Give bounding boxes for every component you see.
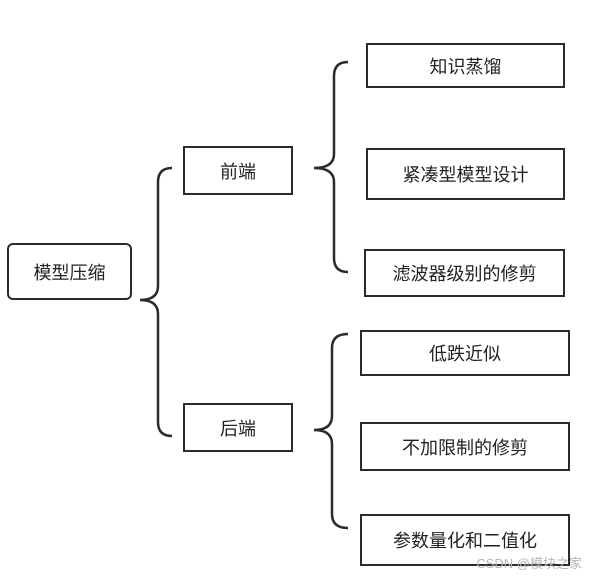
leaf-node-unconstrained-pruning: 不加限制的修剪	[360, 422, 570, 471]
group-label-frontend: 前端	[220, 161, 256, 183]
group-label-backend: 后端	[220, 418, 256, 440]
leaf-label: 知识蒸馏	[429, 56, 502, 78]
group-brace-backend	[313, 332, 349, 530]
group-node-backend: 后端	[183, 403, 293, 452]
group-brace-frontend	[313, 60, 349, 274]
leaf-label: 低跌近似	[429, 344, 501, 365]
leaf-label: 紧凑型模型设计	[402, 165, 529, 186]
root-node: 模型压缩	[7, 243, 132, 300]
root-label: 模型压缩	[33, 262, 106, 284]
leaf-label: 参数量化和二值化	[393, 531, 537, 552]
leaf-node-knowledge-distillation: 知识蒸馏	[366, 43, 565, 88]
watermark: CSDN @模块之家	[476, 556, 582, 571]
group-node-frontend: 前端	[183, 146, 293, 195]
leaf-node-compact-model-design: 紧凑型模型设计	[366, 148, 565, 200]
root-brace	[139, 166, 173, 438]
leaf-node-low-rank-approximation: 低跌近似	[360, 330, 570, 376]
leaf-node-filter-pruning: 滤波器级别的修剪	[364, 249, 565, 297]
leaf-label: 不加限制的修剪	[402, 437, 528, 459]
leaf-node-quantization-binarization: 参数量化和二值化	[360, 514, 570, 566]
leaf-label: 滤波器级别的修剪	[392, 264, 537, 285]
